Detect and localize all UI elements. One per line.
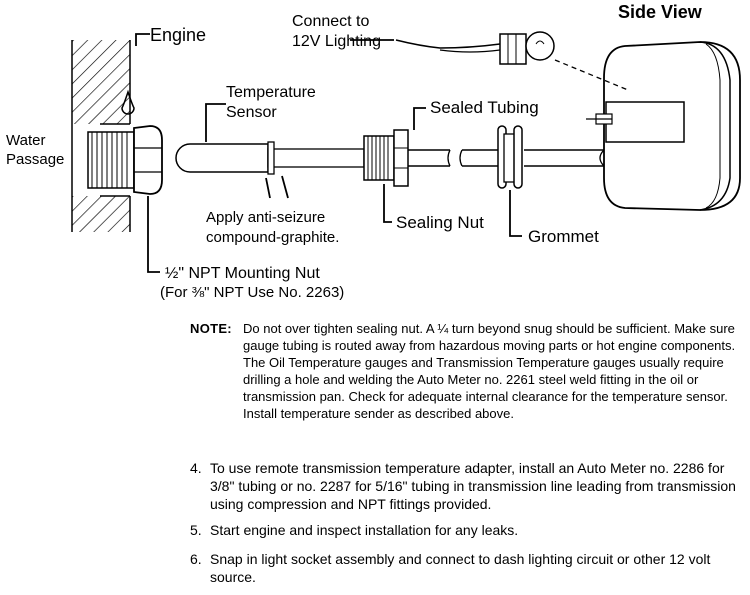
note-label: NOTE: [190,321,232,336]
connect-lighting-label-2: 12V Lighting [292,33,381,50]
threaded-fitting [87,131,135,189]
engine-wall [71,40,131,232]
step-text: To use remote transmission temperature a… [210,460,736,512]
sealed-tubing-label: Sealed Tubing [430,98,539,117]
temperature-sensor-label-2: Sensor [226,104,277,121]
dashed-connector [554,59,629,91]
light-socket [395,31,555,65]
step-number: 5. [190,522,202,538]
note-text: Do not over tighten sealing nut. A ¼ tur… [243,321,736,421]
leader-lines [135,33,522,273]
temperature-sensor [175,141,365,175]
water-passage-label: Water [6,132,45,149]
sealing-nut-label: Sealing Nut [396,213,484,232]
mounting-nut-label: ½" NPT Mounting Nut [165,265,320,282]
connect-lighting-label: Connect to [292,13,369,30]
grommet-label: Grommet [528,227,599,246]
step-text: Start engine and inspect installation fo… [210,522,519,538]
mounting-nut [133,125,163,195]
installation-diagram: Engine Water Passage Temperature Sensor … [6,2,741,301]
water-drop-icon [121,89,135,115]
anti-seize-label: Apply anti-seizure [206,209,325,226]
grommet [497,125,523,189]
sealing-nut [363,129,409,187]
anti-seize-label-2: compound-graphite. [206,229,339,246]
step-number: 4. [190,460,202,476]
step-text: Snap in light socket assembly and connec… [210,551,711,585]
step-number: 6. [190,551,202,567]
engine-label: Engine [150,25,206,45]
side-view-label: Side View [618,2,703,22]
mounting-nut-label-2: (For ⅜" NPT Use No. 2263) [160,284,344,301]
gauge-side-view [586,41,741,211]
temperature-sensor-label: Temperature [226,84,316,101]
water-passage-label-2: Passage [6,151,64,168]
